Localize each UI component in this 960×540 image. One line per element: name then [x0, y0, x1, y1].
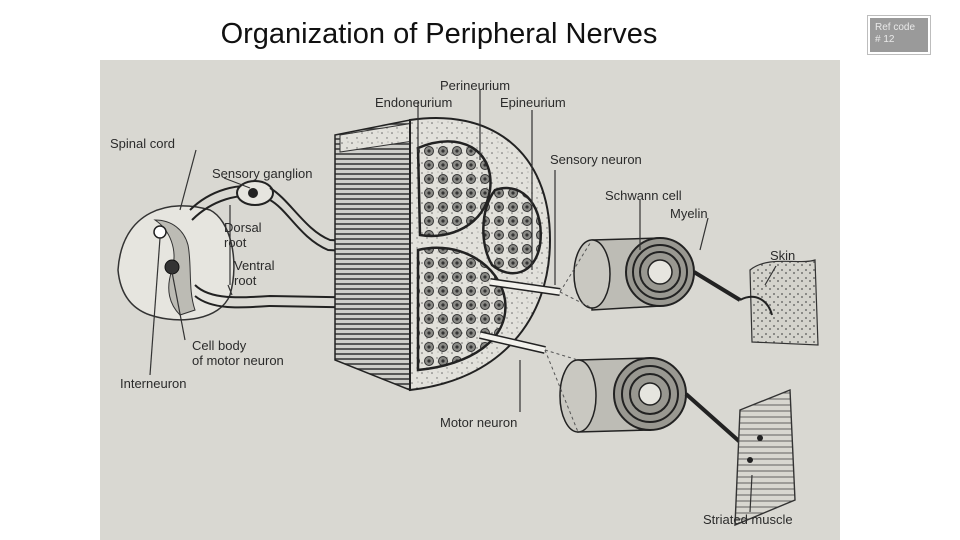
label-of-motor-neuron: of motor neuron [192, 353, 284, 368]
label-endoneurium: Endoneurium [375, 95, 452, 110]
axon-motor [479, 331, 546, 354]
label-myelin: Myelin [670, 206, 708, 221]
striated-muscle-tissue [734, 388, 796, 527]
label-perineurium: Perineurium [440, 78, 510, 93]
label-ventral: Ventral [234, 258, 275, 273]
label-ventral-root: root [234, 273, 257, 288]
label-spinal-cord: Spinal cord [110, 136, 175, 151]
label-striated-muscle: Striated muscle [703, 512, 793, 527]
label-sensory-neuron: Sensory neuron [550, 152, 642, 167]
label-interneuron: Interneuron [120, 376, 187, 391]
slide-title-text: Organization of Peripheral Nerves [220, 18, 658, 50]
label-cell-body: Cell body [192, 338, 247, 353]
label-dorsal-root: root [224, 235, 247, 250]
axon-sensory [489, 278, 561, 296]
myelinated-fiber-upper [573, 237, 742, 311]
label-motor-neuron: Motor neuron [440, 415, 517, 430]
myelinated-fiber-lower [559, 357, 742, 444]
nerve-diagram-illustration: Perineurium Endoneurium Epineurium Spina… [110, 78, 819, 527]
label-epineurium: Epineurium [500, 95, 566, 110]
label-dorsal: Dorsal [224, 220, 262, 235]
nerve-trunk-longitudinal [334, 119, 421, 392]
ref-code-box: Ref code # 12 [867, 15, 931, 55]
guide-lines [544, 239, 593, 433]
label-skin: Skin [770, 248, 795, 263]
skin-tissue [739, 259, 819, 346]
slide-title: Organization of Peripheral Nerves [0, 18, 960, 51]
leader-lines [149, 90, 777, 513]
ref-code-label: Ref code [875, 22, 916, 33]
ref-code-number: # 12 [875, 34, 895, 45]
spinal-cord-shape [117, 205, 235, 321]
label-sensory-ganglion: Sensory ganglion [212, 166, 312, 181]
nerve-diagram: Perineurium Endoneurium Epineurium Spina… [100, 60, 840, 540]
ventral-root [194, 284, 491, 311]
label-schwann-cell: Schwann cell [605, 188, 682, 203]
